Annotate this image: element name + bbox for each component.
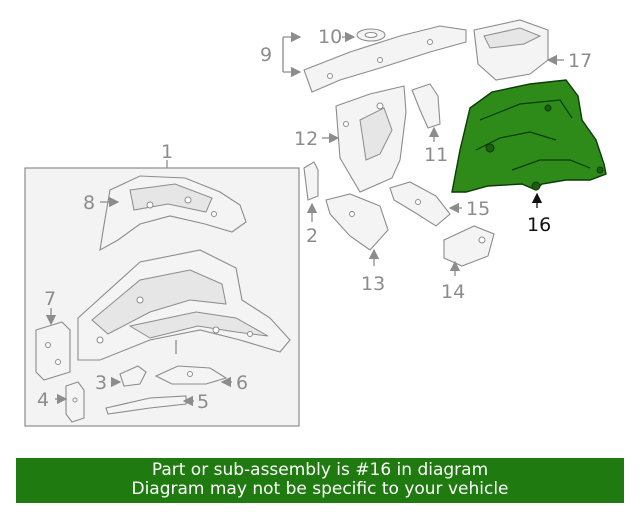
- part-4-bracket[interactable]: [65, 381, 85, 423]
- info-banner: Part or sub-assembly is #16 in diagram D…: [16, 458, 624, 503]
- callout-1[interactable]: 1: [161, 141, 173, 163]
- callout-11[interactable]: 11: [424, 144, 448, 166]
- callout-9[interactable]: 9: [260, 44, 272, 66]
- part-7-bracket[interactable]: [35, 321, 71, 381]
- part-14-bracket[interactable]: [443, 225, 495, 267]
- callout-2[interactable]: 2: [306, 225, 318, 247]
- part-10-grommet[interactable]: [356, 28, 386, 42]
- callout-16[interactable]: 16: [527, 214, 551, 236]
- part-17-tray[interactable]: [473, 19, 549, 81]
- part-16-wheelhouse-highlighted[interactable]: [451, 79, 607, 193]
- part-15-brace[interactable]: [389, 181, 451, 227]
- part-3-bracket[interactable]: [119, 365, 147, 387]
- part-9-upper-rail[interactable]: [303, 25, 467, 93]
- callout-15[interactable]: 15: [466, 198, 490, 220]
- part-11-bracket[interactable]: [411, 83, 441, 129]
- banner-line-2: Diagram may not be specific to your vehi…: [131, 479, 509, 499]
- callout-6[interactable]: 6: [236, 372, 248, 394]
- callout-17[interactable]: 17: [568, 50, 592, 72]
- callout-4[interactable]: 4: [37, 389, 49, 411]
- part-12-panel[interactable]: [335, 85, 407, 193]
- callout-12[interactable]: 12: [294, 128, 318, 150]
- callout-8[interactable]: 8: [83, 192, 95, 214]
- callout-13[interactable]: 13: [361, 273, 385, 295]
- parts-diagram: 1 8 7 3 6: [24, 19, 607, 427]
- callout-3[interactable]: 3: [95, 372, 107, 394]
- callout-10[interactable]: 10: [318, 26, 342, 48]
- part-1-frame-assembly[interactable]: [77, 249, 291, 361]
- part-8-apron-upper[interactable]: [99, 175, 247, 252]
- part-2-plate[interactable]: [303, 161, 319, 201]
- callout-7[interactable]: 7: [44, 288, 56, 310]
- part-13-bracket[interactable]: [325, 193, 389, 251]
- callout-14[interactable]: 14: [441, 281, 465, 303]
- banner-line-1: Part or sub-assembly is #16 in diagram: [151, 460, 489, 480]
- callout-5[interactable]: 5: [197, 391, 209, 413]
